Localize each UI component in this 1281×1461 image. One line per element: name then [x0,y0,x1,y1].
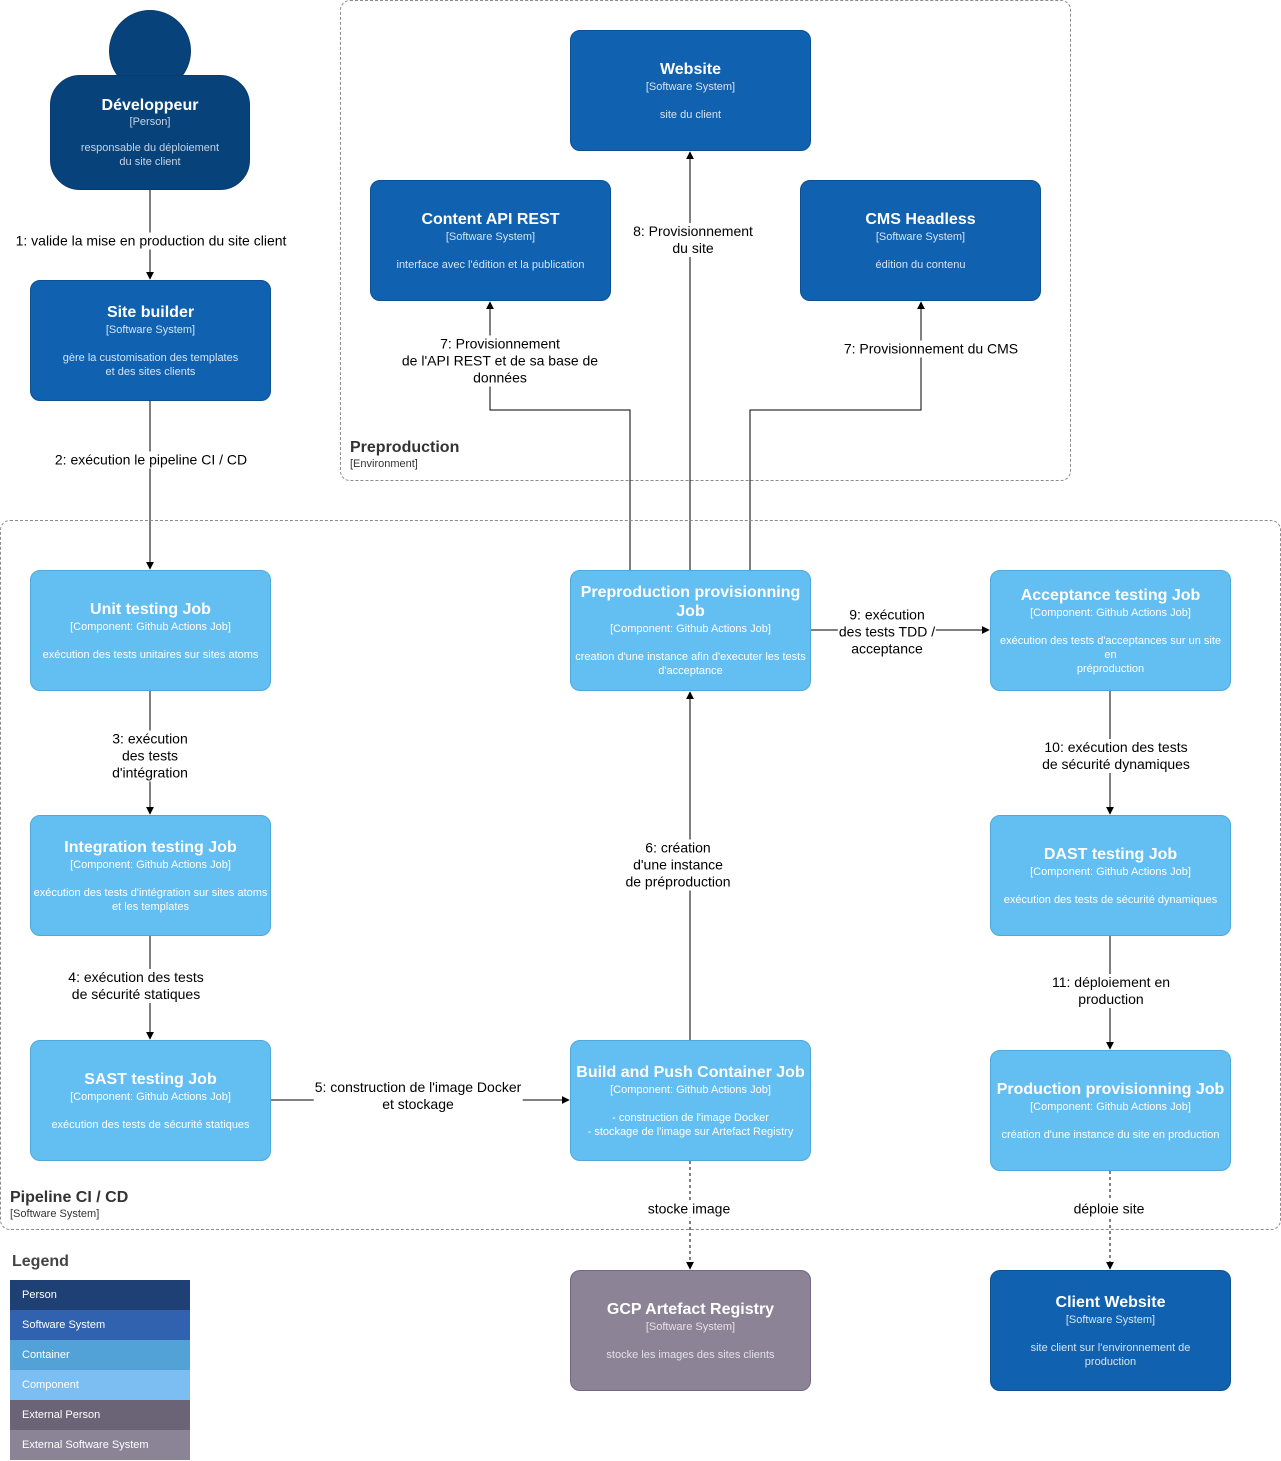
node-name: Client Website [1055,1293,1166,1311]
legend-item-component: Component [10,1370,190,1400]
node-description: création d'une instance du site en produ… [1001,1128,1220,1141]
edge-label-8: 8: Provisionnement du site [632,223,754,257]
node-name: Production provisionning Job [996,1080,1225,1098]
node-type: [Component: Github Actions Job] [1030,606,1191,619]
node-name: Acceptance testing Job [1020,586,1201,604]
node-type: [Person] [129,116,171,128]
node-description: interface avec l'édition et la publicati… [396,258,585,271]
node-description: - construction de l'image Docker - stock… [587,1111,794,1138]
node-description: exécution des tests de sécurité statique… [51,1118,250,1131]
edge-label-6: 6: création d'une instance de préproduct… [624,839,732,891]
node-description: site client sur l'environnement de produ… [1030,1341,1191,1368]
edge-label-11: 11: déploiement en production [1050,974,1172,1008]
edge-label-7b: 7: Provisionnement du CMS [842,340,1020,358]
boundary-name: Preproduction [350,439,460,456]
node-type: [Software System] [875,230,966,243]
node-name: Integration testing Job [64,838,237,856]
node-type: [Component: Github Actions Job] [70,620,231,633]
node-name: SAST testing Job [84,1070,217,1088]
node-type: [Software System] [105,323,196,336]
node-description: exécution des tests d'intégration sur si… [33,886,268,913]
node-name: Content API REST [421,210,560,228]
node-description: exécution des tests unitaires sur sites … [42,648,259,661]
node-description: stocke les images des sites clients [606,1348,775,1361]
person-developpeur[interactable]: Développeur [Person] responsable du dépl… [50,75,250,190]
node-type: [Component: Github Actions Job] [1030,1100,1191,1113]
node-type: [Component: Github Actions Job] [610,623,771,635]
edge-label-2: 2: exécution le pipeline CI / CD [53,451,249,469]
node-description: exécution des tests d'acceptances sur un… [999,634,1221,675]
node-dast-testing-job[interactable]: DAST testing Job [Component: Github Acti… [990,815,1231,936]
node-name: Développeur [101,97,199,114]
edge-label-7a: 7: Provisionnement de l'API REST et de s… [400,335,600,387]
edge-label-4: 4: exécution des tests de sécurité stati… [67,969,205,1003]
node-description: exécution des tests de sécurité dynamiqu… [1003,893,1218,906]
edge-label-1: 1: valide la mise en production du site … [14,232,288,250]
node-acceptance-testing-job[interactable]: Acceptance testing Job [Component: Githu… [990,570,1231,691]
node-description: édition du contenu [875,258,966,271]
node-gcp-artefact-registry[interactable]: GCP Artefact Registry [Software System] … [570,1270,811,1391]
edge-label-3: 3: exécution des tests d'intégration [111,730,189,782]
node-name: Preproduction provisionning Job [580,584,801,620]
legend-item-person: Person [10,1280,190,1310]
node-description: gère la customisation des templates et d… [62,351,239,378]
edge-label-9: 9: exécution des tests TDD / acceptance [837,606,937,658]
node-type: [Component: Github Actions Job] [70,1090,231,1103]
node-build-push-container-job[interactable]: Build and Push Container Job [Component:… [570,1040,811,1161]
legend-title: Legend [12,1253,69,1270]
node-description: creation d'une instance afin d'executer … [575,651,806,677]
node-type: [Software System] [445,230,536,243]
node-content-api[interactable]: Content API REST [Software System] inter… [370,180,611,301]
node-description: responsable du déploiement du site clien… [80,142,220,168]
node-production-provisionning-job[interactable]: Production provisionning Job [Component:… [990,1050,1231,1171]
node-integration-testing-job[interactable]: Integration testing Job [Component: Gith… [30,815,271,936]
node-client-website[interactable]: Client Website [Software System] site cl… [990,1270,1231,1391]
pipeline-boundary: Pipeline CI / CD [Software System] [0,520,1281,1230]
preproduction-boundary: Preproduction [Environment] [340,0,1071,481]
edge-label-12: stocke image [646,1200,732,1218]
node-type: [Software System] [645,80,736,93]
node-name: CMS Headless [865,210,976,228]
node-site-builder[interactable]: Site builder [Software System] gère la c… [30,280,271,401]
edge-label-5: 5: construction de l'image Docker et sto… [313,1079,523,1113]
legend-item-software-system: Software System [10,1310,190,1340]
node-name: Unit testing Job [90,600,211,618]
boundary-name: Pipeline CI / CD [10,1189,129,1206]
node-name: Build and Push Container Job [576,1063,805,1081]
node-preproduction-provisionning-job[interactable]: Preproduction provisionning Job [Compone… [570,570,811,691]
node-name: DAST testing Job [1043,845,1178,863]
legend-item-container: Container [10,1340,190,1370]
node-type: [Component: Github Actions Job] [610,1083,771,1096]
legend-item-external-software-system: External Software System [10,1430,190,1460]
node-type: [Component: Github Actions Job] [1030,865,1191,878]
node-type: [Software System] [645,1320,736,1333]
boundary-type: [Software System] [10,1208,100,1220]
edge-label-13: déploie site [1072,1200,1146,1218]
node-name: Site builder [106,303,195,321]
node-sast-testing-job[interactable]: SAST testing Job [Component: Github Acti… [30,1040,271,1161]
node-type: [Component: Github Actions Job] [70,858,231,871]
node-name: GCP Artefact Registry [606,1300,775,1318]
node-description: site du client [659,108,722,121]
node-website[interactable]: Website [Software System] site du client [570,30,811,151]
node-unit-testing-job[interactable]: Unit testing Job [Component: Github Acti… [30,570,271,691]
node-cms-headless[interactable]: CMS Headless [Software System] édition d… [800,180,1041,301]
legend-item-external-person: External Person [10,1400,190,1430]
node-type: [Software System] [1065,1313,1156,1326]
boundary-type: [Environment] [350,458,418,470]
edge-label-10: 10: exécution des tests de sécurité dyna… [1041,739,1191,773]
node-name: Website [659,60,722,78]
